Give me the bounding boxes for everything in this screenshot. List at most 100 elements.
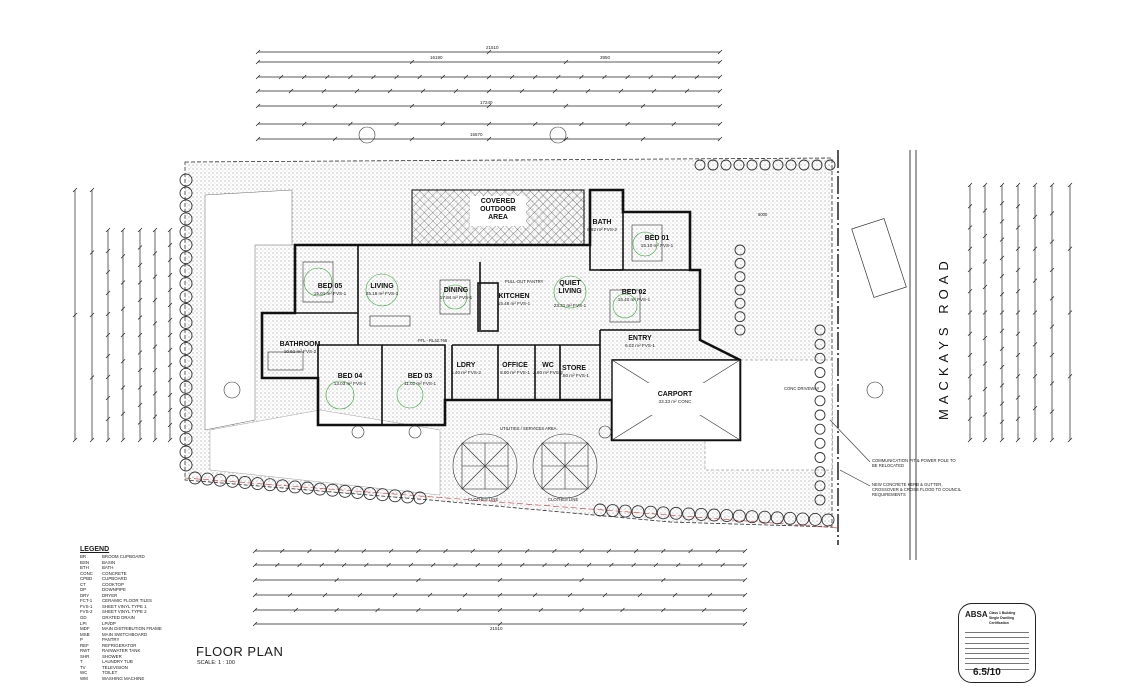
dimension-tick [486,121,492,127]
tree [179,367,193,381]
dimension-tick [532,74,538,80]
dimension-tick [579,607,584,613]
room-area-quiet: 23.31 m² FVS-1 [554,303,587,308]
dimension-tick [999,292,1005,297]
dimension-tick [1067,182,1073,188]
dimension-tick [717,49,723,55]
dimension-tick [1015,374,1021,379]
dimension-tick [1032,374,1038,379]
room-area-office: 8.00 m² FVS-1 [500,370,530,375]
room-label-quiet: QUIET [559,280,581,287]
dimension-tick [640,103,646,109]
dimension-tick [255,103,261,109]
dimension-tick [278,74,284,80]
legend-key: BTH [80,565,89,571]
legend-key: GD [80,615,87,621]
dimension-tick [307,548,312,554]
tree [388,489,402,503]
room-label-living: LIVING [370,283,394,290]
tree [824,159,836,171]
dimension-tick [322,592,328,598]
dimension-tick [392,592,398,598]
dimension-tick [293,607,299,613]
dimension-tick [717,121,723,127]
dimension-tick [1015,204,1021,209]
ffl-note: FFL - RL42.765 [418,338,448,343]
dimension-tick [334,577,339,583]
tree [179,393,193,407]
svg-text:17240: 17240 [480,100,493,105]
dimension-tick [361,548,367,554]
dimension-tick [694,74,700,80]
dimension-tick [89,437,95,443]
tree [814,338,826,350]
dimension-tick [486,136,492,142]
dimension-tick [167,392,173,398]
dimension-tick [167,257,173,263]
room-label-ldry: LDRY [457,362,476,369]
tree [720,509,734,523]
dimension-tick [671,74,677,80]
dimension-tick [252,621,258,627]
dimension-tick [1067,310,1073,315]
dimension-tick [717,59,723,65]
legend-value: DRYER [102,592,118,598]
legend-key: DP [80,587,87,593]
dimension-tick [167,287,173,293]
tree [734,284,746,296]
tree [179,238,193,252]
dimension-tick [1067,246,1073,251]
bottom-dimension-lines [252,548,748,627]
dimension-tick [137,332,143,338]
dimension-tick [1015,310,1021,315]
dimension-tick [120,411,126,416]
tree [179,277,193,291]
dimension-tick [120,332,126,338]
dimension-tick [1015,267,1021,273]
tree [179,341,193,355]
dimension-tick [999,383,1005,388]
tree [814,466,826,478]
dimension-tick [252,592,258,598]
legend-key: FVS-1 [80,603,93,609]
dimension-tick [1032,342,1038,347]
dimension-tick [89,187,95,193]
dimension-tick [486,49,492,55]
legend-key: T [80,659,83,665]
tree [179,445,193,459]
room-area-living: 25.18 m² FVS-1 [366,291,399,296]
legend-value: MAIN DISTRIBUTION FRAME [102,626,162,632]
room-area-bath1: 6.82 m² FVS-2 [587,227,617,232]
legend-key: P [80,637,83,643]
svg-text:21510: 21510 [486,45,499,50]
dimension-tick [497,621,503,627]
dimension-tick [586,562,592,568]
covered-label-bg [470,196,526,226]
dimension-tick [105,290,111,296]
dimension-tick [252,562,258,568]
dimension-tick [321,88,327,94]
dimension-tick [152,297,158,303]
dimension-tick [982,208,988,213]
tree [179,316,193,329]
dimension-tick [348,121,353,127]
gutter-note: NEW CONCRETE KERB & GUTTER, CROSSOVER & … [872,482,962,497]
drawing-scale: SCALE: 1 : 100 [197,660,235,666]
legend-value: BASIN [102,559,116,565]
dimension-tick [524,548,530,554]
dimension-tick [1032,310,1038,315]
dimension-tick [416,548,421,554]
dimension-tick [640,136,646,142]
dimension-tick [620,607,625,613]
dimension-tick [301,121,307,127]
dimension-tick [1015,416,1021,421]
dimension-tick [255,88,261,94]
dimension-tick [152,391,158,396]
dimension-tick [633,548,639,554]
dimension-tick [105,374,111,380]
